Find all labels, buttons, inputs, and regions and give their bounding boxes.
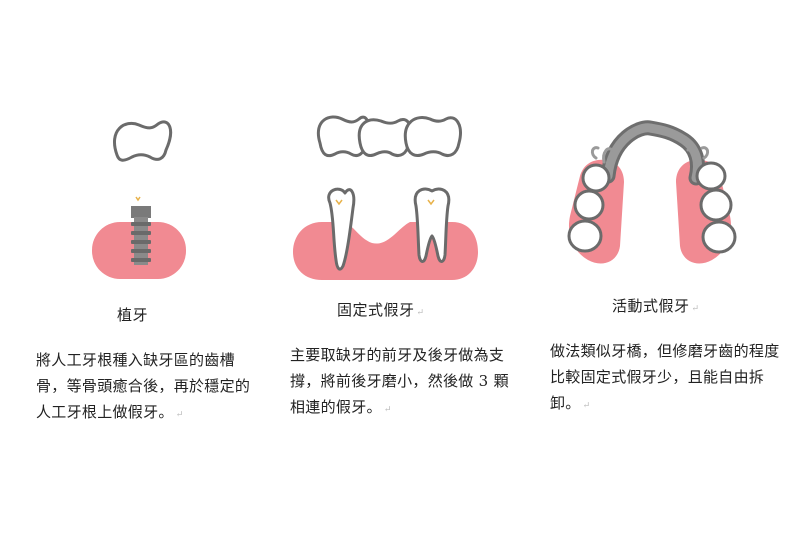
- denture-illustration: [567, 120, 737, 264]
- bridge-title: 固定式假牙↵: [337, 301, 425, 319]
- denture-right-teeth-icon: [695, 161, 737, 254]
- bridge-left-tooth-icon: [327, 187, 356, 271]
- implant-crown-icon: [113, 120, 172, 162]
- denture-title: 活動式假牙↵: [612, 297, 700, 315]
- bridge-gum-icon: [293, 222, 478, 280]
- bridge-illustration: [293, 115, 478, 280]
- denture-left-teeth-icon: [567, 163, 611, 253]
- paragraph-mark-icon: ↵: [416, 308, 425, 318]
- paragraph-mark-icon: ↵: [582, 401, 591, 411]
- bridge-crowns-icon: [316, 115, 462, 158]
- bridge-description: 主要取缺牙的前牙及後牙做為支撐，將前後牙磨小，然後做 3 顆相連的假牙。↵: [290, 346, 509, 416]
- implant-title: 植牙: [117, 306, 149, 324]
- bridge-right-tooth-icon: [413, 187, 451, 263]
- denture-description: 做法類似牙橋，但修磨牙齒的程度比較固定式假牙少，且能自由拆卸。↵: [550, 342, 780, 412]
- paragraph-mark-icon: ↵: [383, 405, 392, 415]
- paragraph-mark-icon: ↵: [691, 304, 700, 314]
- paragraph-mark-icon: ↵: [175, 410, 184, 420]
- implant-screw-icon: [131, 206, 151, 265]
- implant-illustration: [92, 120, 186, 279]
- denture-clasp-icon: [590, 146, 710, 164]
- implant-description: 將人工牙根種入缺牙區的齒槽骨，等骨頭癒合後，再於穩定的人工牙根上做假牙。↵: [36, 351, 251, 421]
